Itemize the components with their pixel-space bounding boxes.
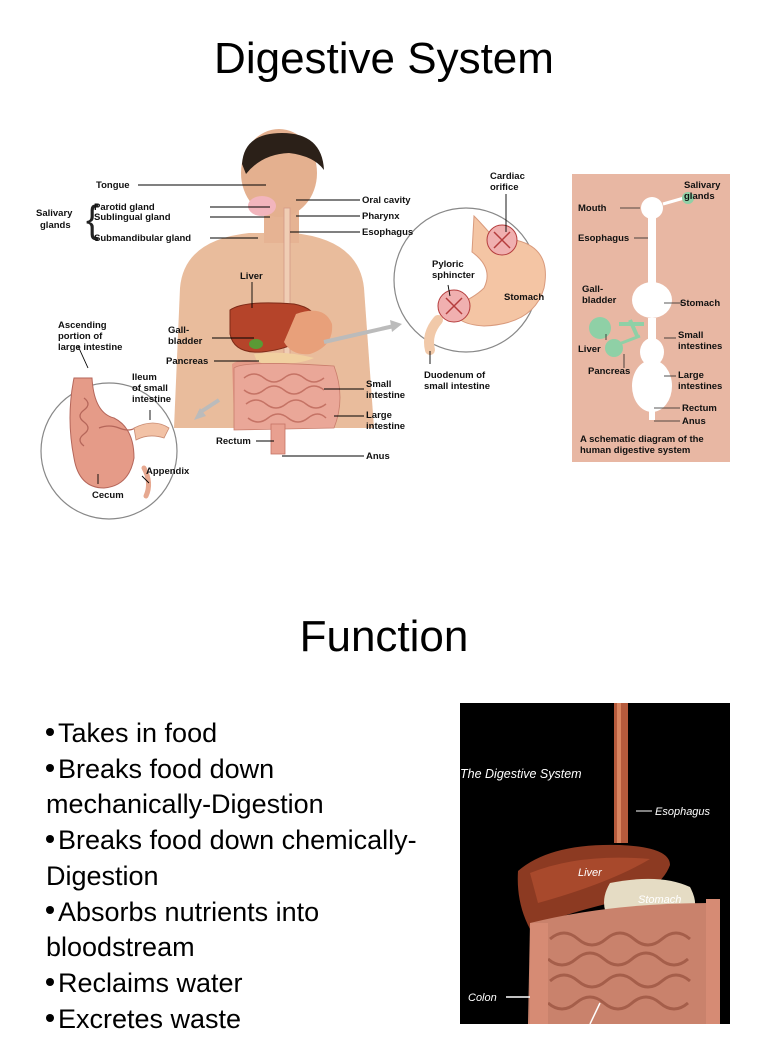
label-large-intestine-1: Large bbox=[366, 410, 392, 421]
label-pyloric-2: sphincter bbox=[432, 270, 475, 281]
schematic-label-gallbladder-1: Gall- bbox=[582, 284, 603, 295]
label-small-intestine-2: intestine bbox=[366, 390, 405, 401]
schematic-label-esophagus: Esophagus bbox=[578, 233, 629, 244]
schematic-label-salivary-2: glands bbox=[684, 191, 715, 202]
label-pancreas: Pancreas bbox=[166, 356, 208, 367]
label-duodenum-2: small intestine bbox=[424, 381, 490, 392]
label-ileum-3: intestine bbox=[132, 394, 171, 405]
schematic-label-pancreas: Pancreas bbox=[588, 366, 630, 377]
label-pharynx: Pharynx bbox=[362, 211, 400, 222]
dark-digestive-figure: The Digestive System Esophagus Liver Sto… bbox=[460, 703, 730, 1024]
stomach-detail-circle bbox=[323, 207, 546, 355]
schematic-label-liver: Liver bbox=[578, 344, 601, 355]
label-ascending-1: Ascending bbox=[58, 320, 107, 331]
schematic-label-small-2: intestines bbox=[678, 341, 722, 352]
label-salivary-glands-1: Salivary bbox=[36, 208, 73, 219]
label-ascending-3: large intestine bbox=[58, 342, 122, 353]
label-ileum-1: Ileum bbox=[132, 372, 157, 383]
label-tongue: Tongue bbox=[96, 180, 130, 191]
dark-label-colon: Colon bbox=[468, 992, 497, 1004]
schematic-label-large-1: Large bbox=[678, 370, 704, 381]
schematic-label-stomach: Stomach bbox=[680, 298, 720, 309]
bullet-icon bbox=[46, 727, 54, 736]
label-submandibular: Submandibular gland bbox=[94, 233, 191, 244]
label-large-intestine-2: intestine bbox=[366, 421, 405, 432]
leader-lines bbox=[77, 184, 507, 484]
label-salivary-glands-2: glands bbox=[40, 220, 71, 231]
human-torso-illustration bbox=[174, 129, 374, 455]
schematic-caption-1: A schematic diagram of the bbox=[580, 434, 704, 445]
function-item: Takes in food bbox=[46, 716, 446, 752]
function-item-text: Reclaims water bbox=[58, 967, 243, 998]
label-gallbladder-1: Gall- bbox=[168, 325, 189, 336]
bullet-icon bbox=[46, 906, 54, 915]
function-item: Breaks food down mechanically-Digestion bbox=[46, 752, 446, 823]
label-gallbladder-2: bladder bbox=[168, 336, 203, 347]
bullet-icon bbox=[46, 834, 54, 843]
brace-icon: { bbox=[86, 199, 99, 241]
label-ileum-2: of small bbox=[132, 383, 168, 394]
dark-label-stomach: Stomach bbox=[638, 894, 681, 906]
schematic-caption-2: human digestive system bbox=[580, 445, 690, 456]
label-sublingual: Sublingual gland bbox=[94, 212, 171, 223]
digestive-system-figure: Tongue Salivary glands { Parotid gland S… bbox=[36, 129, 730, 520]
schematic-label-rectum: Rectum bbox=[682, 403, 717, 414]
label-oral-cavity: Oral cavity bbox=[362, 195, 411, 206]
schematic-label-large-2: intestines bbox=[678, 381, 722, 392]
schematic-label-salivary-1: Salivary bbox=[684, 180, 721, 191]
label-ascending-2: portion of bbox=[58, 331, 103, 342]
function-item-text: Excretes waste bbox=[58, 1003, 242, 1034]
bullet-icon bbox=[46, 763, 54, 772]
function-item-text: Absorbs nutrients into bloodstream bbox=[46, 896, 320, 963]
dark-label-liver: Liver bbox=[578, 867, 603, 879]
function-item-text: Breaks food down chemically-Digestion bbox=[46, 825, 417, 891]
label-cardiac-2: orifice bbox=[490, 182, 519, 193]
function-item: Breaks food down chemically-Digestion bbox=[46, 823, 446, 894]
function-item: Absorbs nutrients into bloodstream bbox=[46, 895, 446, 966]
schematic-label-small-1: Small bbox=[678, 330, 703, 341]
cecum-detail-circle bbox=[40, 377, 221, 520]
label-cardiac-1: Cardiac bbox=[490, 171, 525, 182]
schematic-diagram-panel: Salivary glands Mouth Esophagus Gall- bl… bbox=[572, 174, 730, 462]
function-item-text: Takes in food bbox=[58, 718, 218, 748]
label-liver: Liver bbox=[240, 271, 263, 282]
bullet-icon bbox=[46, 977, 54, 986]
label-anus: Anus bbox=[366, 451, 390, 462]
bullet-icon bbox=[46, 1013, 54, 1022]
label-esophagus: Esophagus bbox=[362, 227, 413, 238]
label-pyloric-1: Pyloric bbox=[432, 259, 464, 270]
dark-label-esophagus: Esophagus bbox=[655, 806, 711, 818]
schematic-label-mouth: Mouth bbox=[578, 203, 607, 214]
label-duodenum-1: Duodenum of bbox=[424, 370, 486, 381]
label-small-intestine-1: Small bbox=[366, 379, 391, 390]
label-parotid: Parotid gland bbox=[94, 202, 155, 213]
label-rectum: Rectum bbox=[216, 436, 251, 447]
slide-title-function: Function bbox=[299, 612, 469, 661]
slide-title-digestive-system: Digestive System bbox=[214, 34, 554, 83]
label-appendix: Appendix bbox=[146, 466, 190, 477]
function-item: Excretes waste bbox=[46, 1002, 446, 1037]
function-item-text: Breaks food down mechanically-Digestion bbox=[46, 753, 324, 820]
function-list: Takes in food Breaks food down mechanica… bbox=[46, 716, 446, 1037]
function-item: Reclaims water bbox=[46, 966, 446, 1002]
dark-figure-title: The Digestive System bbox=[460, 767, 582, 781]
label-cecum: Cecum bbox=[92, 490, 124, 501]
schematic-label-gallbladder-2: bladder bbox=[582, 295, 617, 306]
schematic-label-anus: Anus bbox=[682, 416, 706, 427]
label-stomach: Stomach bbox=[504, 292, 544, 303]
